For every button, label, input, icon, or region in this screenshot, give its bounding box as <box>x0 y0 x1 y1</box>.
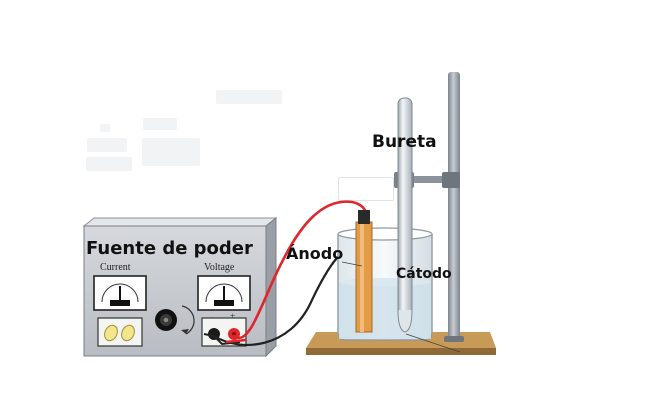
stand-rod <box>448 72 460 340</box>
voltmeter-dial-icon <box>197 275 251 311</box>
voltage-meter-label: Voltage <box>204 262 235 273</box>
power-supply-label: Fuente de poder <box>86 238 253 259</box>
anode-electrode <box>355 210 373 333</box>
placeholder-box <box>142 138 200 166</box>
placeholder-box <box>338 177 394 201</box>
plus-terminal-label: + <box>230 311 236 321</box>
cathode-pointer <box>405 333 461 353</box>
cathode-label: Cátodo <box>396 266 452 282</box>
beaker <box>337 227 433 341</box>
anode-pointer <box>341 261 363 267</box>
minus-terminal-label: – <box>209 312 214 322</box>
placeholder-box <box>86 157 132 171</box>
current-meter-label: Current <box>100 262 131 273</box>
placeholder-box <box>143 118 177 130</box>
ammeter-dial-icon <box>93 275 147 311</box>
burette-label: Bureta <box>372 132 437 152</box>
placeholder-box <box>216 90 282 104</box>
electrolyte-solution <box>339 282 431 339</box>
banana-terminal-icon <box>97 317 143 347</box>
placeholder-box <box>87 138 127 152</box>
rotary-knob-icon <box>155 305 195 335</box>
placeholder-box <box>100 124 110 132</box>
anode-label: Ánodo <box>286 244 344 263</box>
red-wire <box>232 200 368 340</box>
burette <box>397 97 413 333</box>
